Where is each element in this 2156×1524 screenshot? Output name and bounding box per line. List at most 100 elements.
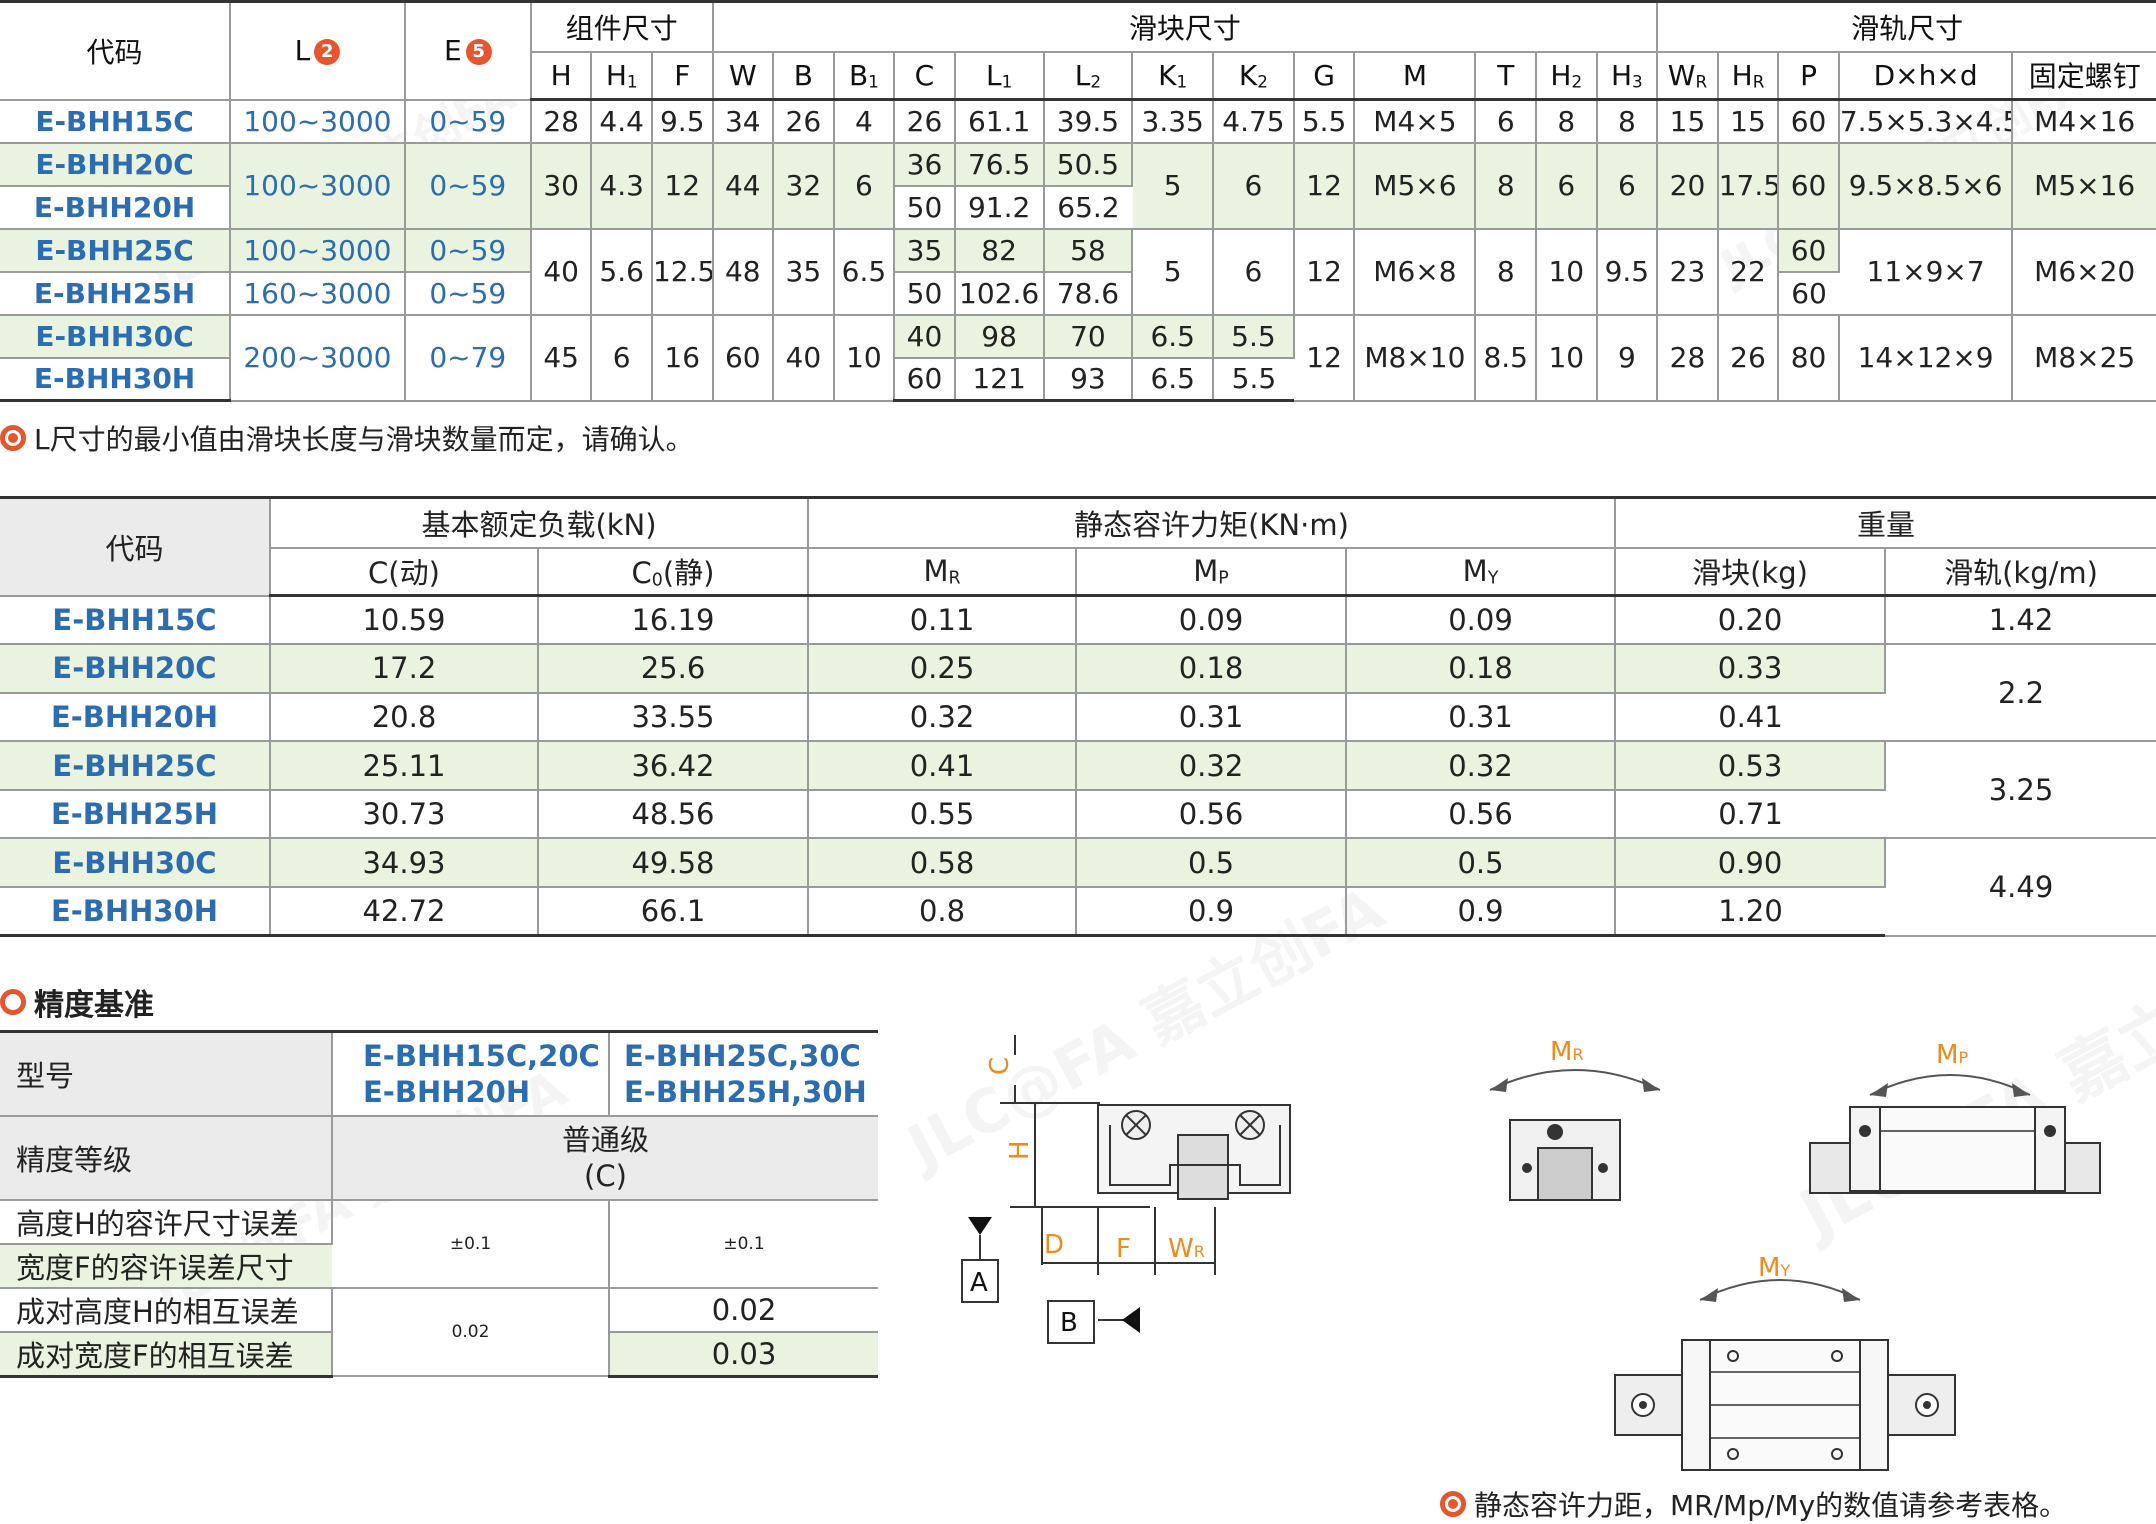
- cell: 0.55: [808, 789, 1077, 840]
- cell: 0.71: [1615, 789, 1886, 840]
- cell: M6×8: [1354, 228, 1477, 316]
- col-P: P: [1778, 51, 1840, 101]
- cell: 6: [1536, 142, 1598, 230]
- note-text: L尺寸的最小值由滑块长度与滑块数量而定，请确认。: [34, 423, 694, 456]
- col-F: F: [651, 51, 714, 101]
- cell: 50: [894, 271, 956, 316]
- cell: 78.6: [1043, 271, 1134, 316]
- col-code-header: 代码: [0, 1, 232, 101]
- cell: 6.5: [1132, 314, 1215, 359]
- cell: 0.25: [808, 644, 1077, 694]
- cell: 2.2: [1885, 644, 2156, 743]
- col-MR: MR: [808, 547, 1077, 597]
- cell: 0.41: [808, 741, 1077, 791]
- MR-label: MR: [1550, 1037, 1584, 1067]
- cell: 12: [651, 142, 714, 230]
- cell: 40: [894, 314, 956, 359]
- code-cell: E-BHH30H: [0, 357, 232, 402]
- E-cell: 0~59: [404, 228, 532, 273]
- cell: 17.2: [270, 644, 539, 694]
- cell: 30.73: [270, 789, 539, 840]
- ring-bullet-icon: [0, 989, 26, 1015]
- L-dimension-note: L尺寸的最小值由滑块长度与滑块数量而定，请确认。: [0, 418, 694, 458]
- cell: 49.58: [538, 838, 809, 889]
- cell: 42.72: [270, 887, 539, 938]
- load-rating-table: 代码 基本额定负载(kN) 静态容许力矩(KN·m) 重量 C(动) C0(静)…: [0, 496, 2156, 938]
- cell: 15: [1717, 99, 1780, 144]
- cell: 60: [712, 314, 775, 402]
- precision-row: 高度H的容许尺寸误差 ±0.1 ±0.1: [0, 1199, 878, 1289]
- cell: 22: [1717, 228, 1780, 316]
- cell: 6: [591, 314, 653, 402]
- table-row: E-BHH25C 25.11 36.42 0.41 0.32 0.32 0.53…: [0, 741, 2156, 840]
- datum-B-label: B: [1060, 1308, 1078, 1338]
- moment-MY-diagram: MY: [1614, 1253, 1956, 1471]
- table-row: E-BHH15C 100~3000 0~59 28 4.4 9.5 34 26 …: [0, 99, 2156, 144]
- cell: 98: [954, 314, 1045, 359]
- col-rail-weight: 滑轨(kg/m): [1885, 547, 2156, 597]
- cell: 16.19: [538, 595, 809, 646]
- cell: 82: [954, 228, 1045, 273]
- col-H3: H3: [1596, 51, 1659, 101]
- table-row: E-BHH30C 200~3000 0~79 45 6 16 60 40 10 …: [0, 314, 2156, 402]
- group-assembly-header: 组件尺寸: [530, 1, 714, 53]
- grade-cell: 普通级(C): [332, 1115, 878, 1201]
- col-MP: MP: [1076, 547, 1347, 597]
- cell: 50: [894, 185, 956, 230]
- cell: 39.5: [1043, 99, 1134, 144]
- cell: 0.03: [609, 1331, 878, 1378]
- table-row: E-BHH25H 30.73 48.56 0.55 0.56 0.56 0.71: [0, 789, 2156, 840]
- grade-row: 精度等级 普通级(C): [0, 1115, 878, 1201]
- cell: 0.32: [1076, 741, 1347, 791]
- cell: 0.02: [332, 1287, 610, 1377]
- cell: 3.25: [1885, 741, 2156, 840]
- cell: 12.5: [651, 228, 714, 316]
- cell: 40: [773, 314, 835, 402]
- row-label: 成对高度H的相互误差: [0, 1287, 333, 1333]
- cell: 1.20: [1615, 887, 1886, 938]
- cell: 50.5: [1043, 142, 1134, 187]
- cell: 5.6: [591, 228, 653, 316]
- cell: 6: [1596, 142, 1659, 230]
- cell: 4.75: [1213, 99, 1295, 144]
- cell: 8: [1475, 228, 1538, 316]
- cell: 6: [833, 142, 896, 230]
- cell: M5×6: [1354, 142, 1477, 230]
- cell: 0.20: [1615, 595, 1887, 646]
- cell: 6.5: [833, 228, 896, 316]
- arrow-left-icon: [1700, 1288, 1718, 1302]
- cell: 6.5: [1132, 357, 1215, 402]
- code-cell: E-BHH20C: [0, 644, 271, 694]
- cell: 9.5: [1596, 228, 1659, 316]
- cell: 5.5: [1213, 314, 1295, 359]
- cell: 5.5: [1213, 357, 1294, 402]
- cell: 0.09: [1346, 595, 1617, 646]
- code-cell: E-BHH25H: [0, 271, 232, 316]
- header-row-2: H H1 F W B B1 C L1 L2 K1 K2 G M T H2 H3 …: [0, 51, 2156, 101]
- cell: 0.5: [1076, 838, 1347, 889]
- cell: 70: [1043, 314, 1134, 359]
- code-cell: E-BHH15C: [0, 595, 271, 646]
- cell: 36: [894, 142, 956, 187]
- datum-A-arrow-icon: [968, 1217, 992, 1235]
- arrow-right-icon: [1642, 1078, 1660, 1092]
- cell: 14×12×9: [1838, 314, 2014, 402]
- cell: 60: [1778, 228, 1840, 273]
- table-row: E-BHH20H 50 91.2 65.2: [0, 185, 2156, 230]
- cell: 26: [894, 99, 956, 144]
- cell: 32: [773, 142, 835, 230]
- cell: 4.3: [591, 142, 653, 230]
- cell: M4×16: [2012, 99, 2156, 144]
- cell: 0.8: [808, 887, 1077, 938]
- L-cell: 100~3000: [230, 142, 406, 230]
- cell: 28: [1657, 314, 1719, 402]
- code-cell: E-BHH20H: [0, 185, 232, 230]
- cell: 60: [1778, 271, 1839, 316]
- cell: 6: [1475, 99, 1538, 144]
- col-B: B: [773, 51, 835, 101]
- cross-section-diagram: C H D F WR A B: [961, 1035, 1291, 1344]
- cell: 11×9×7: [1838, 228, 2014, 316]
- cell: 25.6: [538, 644, 809, 694]
